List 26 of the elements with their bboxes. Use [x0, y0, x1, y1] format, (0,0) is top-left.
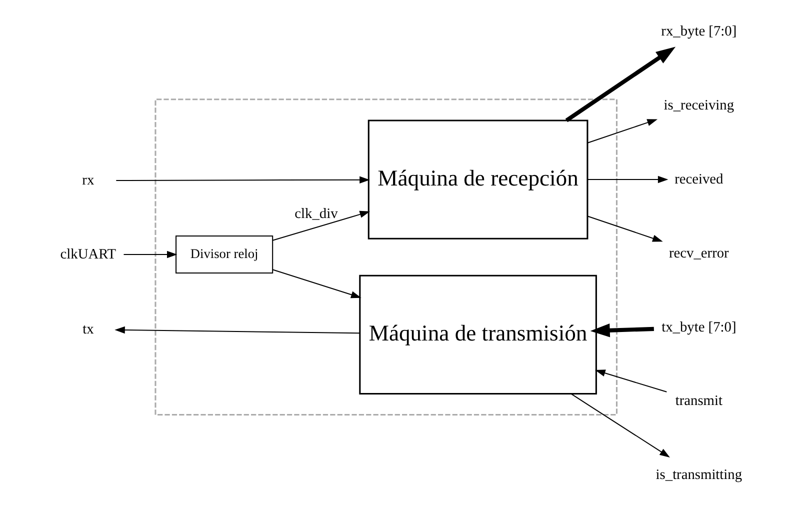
arrow: [586, 215, 662, 242]
edge-label: clk_div: [294, 205, 338, 222]
arrow: [116, 176, 370, 183]
node-text: received: [674, 170, 723, 187]
node-box: Divisor reloj: [175, 235, 273, 274]
node-text: rx: [82, 172, 94, 188]
arrow: [123, 250, 177, 258]
arrow: [272, 210, 370, 240]
node-text: recv_error: [668, 244, 728, 261]
arrow: [570, 392, 670, 457]
arrow: [594, 369, 666, 392]
arrow: [590, 323, 654, 337]
node-text: transmit: [674, 392, 722, 409]
node-box: Máquina de recepción: [367, 119, 588, 239]
node-text: is_transmitting: [655, 466, 742, 483]
cluster: [154, 98, 617, 416]
node-text: tx: [82, 320, 94, 337]
arrow: [272, 268, 361, 298]
arrow: [586, 118, 658, 143]
node-text: is_receiving: [663, 96, 734, 113]
arrow: [587, 175, 668, 183]
node-text: clkUART: [60, 246, 116, 262]
node-box: Máquina de transmisión: [358, 274, 596, 394]
node-text: tx_byte [7:0]: [661, 318, 736, 335]
node-text: rx_byte [7:0]: [660, 22, 736, 39]
arrow: [114, 326, 360, 334]
